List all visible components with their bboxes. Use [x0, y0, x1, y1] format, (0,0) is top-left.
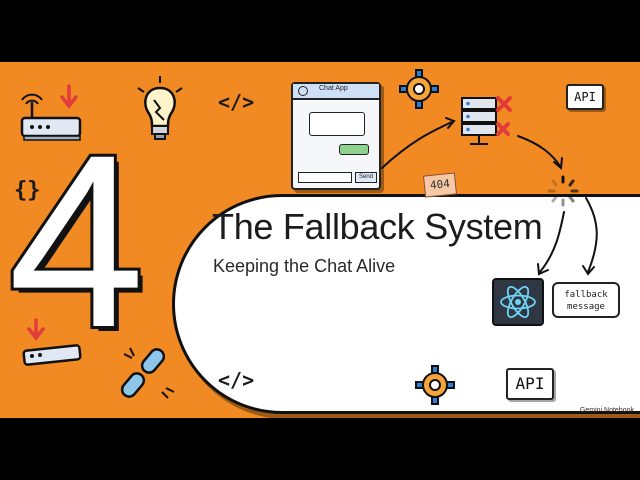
slide-title: The Fallback System: [212, 206, 543, 247]
chat-bubble-incoming: [309, 112, 365, 136]
slide-number: 4: [5, 104, 148, 379]
chat-bubble-outgoing: [339, 144, 369, 155]
api-badge-bottom: API: [506, 368, 554, 400]
server-icon: [461, 96, 512, 145]
lightbulb-icon: [137, 76, 183, 140]
user-icon: [298, 86, 308, 96]
api-badge-top: API: [566, 84, 604, 110]
slide-subtitle: Keeping the Chat Alive: [213, 256, 396, 276]
send-button: Send: [355, 172, 377, 183]
react-icon: [500, 286, 536, 318]
router-icon-bottom: [22, 318, 82, 366]
gear-icon-bottom: [415, 365, 455, 405]
arrow-down-icon: [60, 84, 78, 109]
code-tag-bottom: </>: [218, 368, 255, 392]
error-404-note: 404: [422, 172, 458, 198]
chat-input: [298, 172, 352, 183]
fallback-line-2: message: [567, 302, 605, 312]
react-box: [492, 278, 544, 326]
chat-title: Chat App: [319, 85, 348, 92]
chat-app-window: Chat App Send: [291, 82, 381, 190]
fallback-line-1: fallback: [564, 290, 608, 300]
router-icon: [20, 93, 82, 141]
chat-titlebar: Chat App: [293, 84, 379, 100]
braces-icon: {}: [14, 178, 41, 203]
gear-icon: [399, 69, 439, 109]
broken-link-icon: [120, 347, 175, 399]
spinner-icon: [547, 175, 579, 207]
code-tag-top: </>: [218, 90, 255, 114]
slide-canvas: </> {} 4 Chat App Send API: [0, 62, 640, 418]
flow-arrows: [381, 117, 598, 276]
watermark: Gemini Notebook: [579, 407, 634, 414]
fallback-message-bubble: fallback message: [552, 282, 620, 318]
